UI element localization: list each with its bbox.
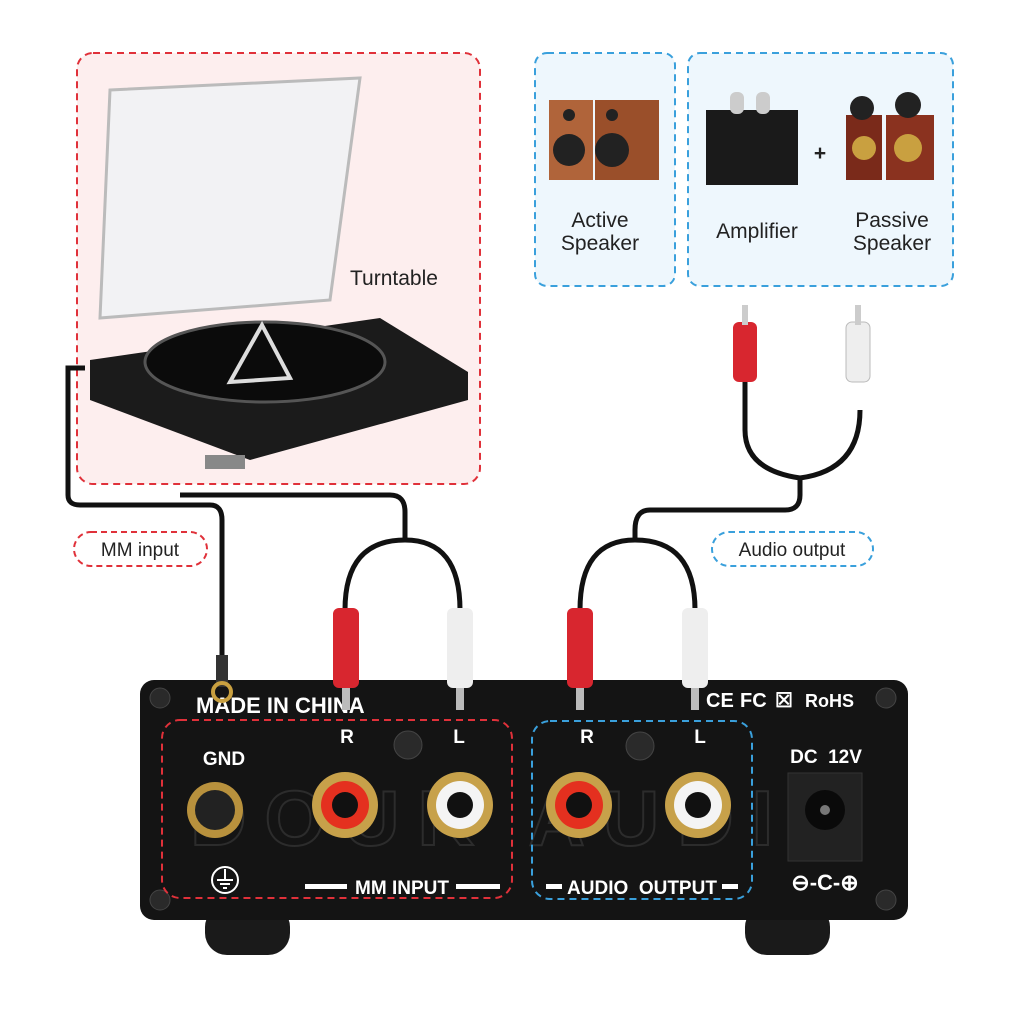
screws [149,687,897,911]
amplifier-image [706,92,798,185]
audio-output-panel-label: AUDIO OUTPUT [567,878,717,899]
passive-speaker-image [846,92,934,180]
mm-input-r-label: R [340,727,354,748]
ground-wire-lug [211,655,233,703]
audio-output-l-jack[interactable] [665,772,731,838]
dc-power-jack[interactable] [787,772,863,862]
audio-output-tag-text: Audio output [739,540,846,561]
audio-output-l-label: L [694,727,706,748]
ground-icon [211,866,239,894]
rca-plug-white-mm [447,608,473,710]
watermark: DOUK AUDIO [190,774,870,862]
rca-plug-white-out [682,608,708,710]
mm-input-zone [161,719,513,899]
turntable-image [90,76,468,469]
audio-output-zone [531,720,753,900]
svg-text:FC: FC [740,690,767,712]
mm-input-l-label: L [453,727,465,748]
mm-input-panel-label: MM INPUT [355,878,449,899]
active-speaker-label-2: Speaker [561,232,639,255]
rca-plug-red-mm [333,608,359,710]
weee-icon: ☒ [775,690,793,712]
device-back-panel [140,680,908,920]
mm-input-tag [73,531,208,567]
rca-plug-red-output [733,305,757,382]
active-speaker-image [549,100,659,180]
rca-plug-red-out [567,608,593,710]
gnd-terminal[interactable] [187,782,243,838]
mm-input-l-jack[interactable] [427,772,493,838]
dc-label: DC 12V [790,747,862,768]
polarity-icon: ⊖-C-⊕ [791,870,858,895]
audio-output-r-jack[interactable] [546,772,612,838]
plus-sign: + [814,142,826,165]
rca-plug-white-output [845,305,871,383]
svg-text:CE: CE [706,690,734,712]
cert-marks: CE FC ☒ RoHS [706,690,854,712]
svg-text:RoHS: RoHS [805,691,854,711]
made-in-label: MADE IN CHINA [196,693,365,718]
mm-input-r-jack[interactable] [312,772,378,838]
mm-input-tag-text: MM input [101,540,180,561]
gnd-label: GND [203,749,245,770]
passive-speaker-label-1: Passive [855,209,929,232]
audio-output-r-label: R [580,727,594,748]
turntable-label: Turntable [350,267,438,290]
audio-output-tag [711,531,874,567]
amplifier-label: Amplifier [716,220,798,243]
passive-speaker-label-2: Speaker [853,232,931,255]
active-speaker-label-1: Active [571,209,628,232]
cables [65,365,863,660]
